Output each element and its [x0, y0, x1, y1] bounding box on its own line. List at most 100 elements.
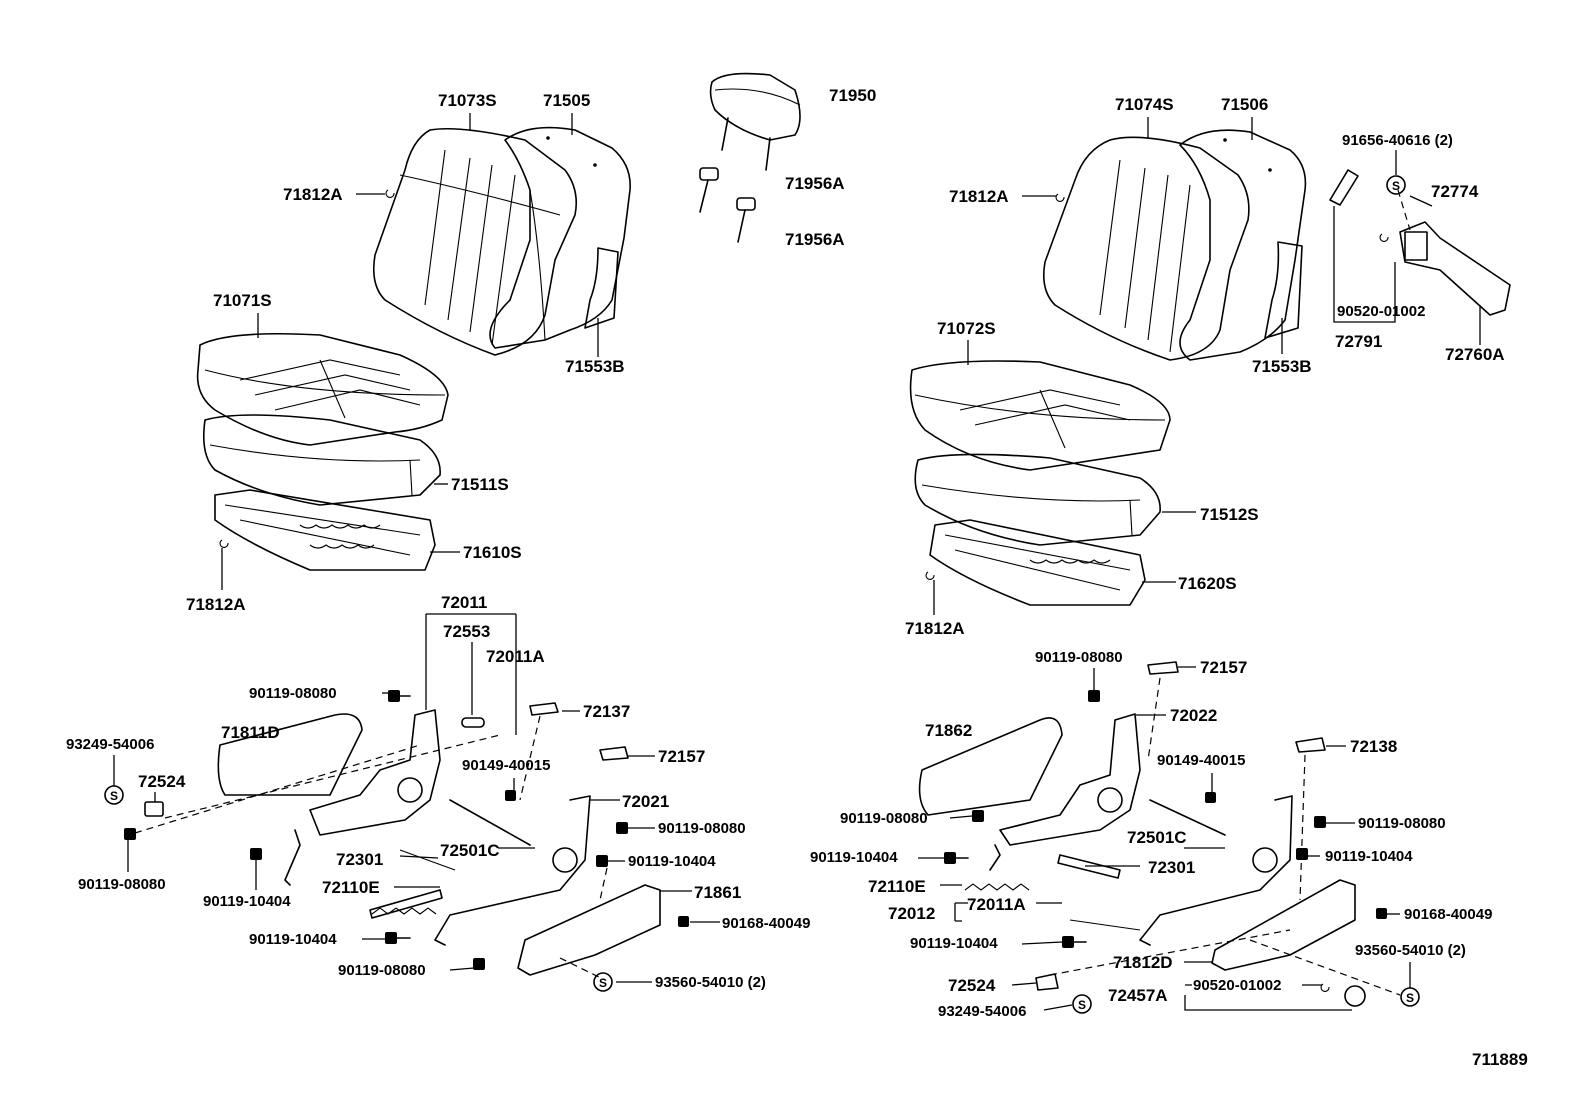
clip-symbol-icon: S [1072, 994, 1092, 1014]
part-label: 71072S [937, 319, 996, 338]
part-label: 72137 [583, 702, 631, 721]
part-label: 71950 [829, 86, 877, 105]
part-label: 71071S [213, 291, 272, 310]
bolt-icon [473, 958, 485, 970]
part-label: 72012 [888, 904, 936, 923]
part-label: 90119-08080 [1035, 649, 1123, 666]
part-label: 90520-01002 [1193, 977, 1282, 994]
part-label: 71505 [543, 91, 591, 110]
part-label: 90119-10404 [810, 849, 898, 866]
part-label: 72138 [1350, 737, 1398, 756]
clip-symbol-icon: S [104, 785, 124, 805]
cap-72157-icon [599, 746, 629, 761]
clip-symbol-icon: S [593, 972, 613, 992]
part-label: 71861 [694, 883, 742, 902]
cushion-pad-71511s [202, 414, 441, 506]
seat-adjuster-assembly-left [217, 709, 661, 976]
bolt-icon [972, 810, 984, 822]
back-board-71553b-right [1264, 241, 1303, 339]
bolt-icon [385, 932, 411, 944]
part-label: 90168-40049 [1404, 906, 1493, 923]
part-label: 90119-08080 [658, 820, 746, 837]
svg-text:S: S [1406, 991, 1414, 1005]
part-label: 90520-01002 [1337, 303, 1426, 320]
part-label: 71812A [949, 187, 1009, 206]
lever-72760a [1399, 221, 1511, 316]
part-label: 90119-10404 [1325, 848, 1413, 865]
part-label: 72157 [658, 747, 706, 766]
clip-symbol-icon: S [1386, 175, 1406, 195]
cushion-cover-71072s [909, 360, 1171, 471]
part-label: 93249-54006 [938, 1003, 1027, 1020]
seatback-cover-71074s [1042, 136, 1250, 361]
part-label: 71610S [463, 543, 522, 562]
part-label: 71956A [785, 174, 845, 193]
part-label: 72157 [1200, 658, 1248, 677]
svg-text:S: S [599, 976, 607, 990]
cushion-frame-71620s [929, 519, 1146, 606]
bolt-icon [1205, 792, 1216, 803]
part-label: 90119-08080 [249, 685, 337, 702]
part-label: 72457A [1108, 986, 1168, 1005]
svg-text:S: S [110, 789, 118, 803]
part-label: 72022 [1170, 706, 1218, 725]
part-label: 72524 [138, 772, 186, 791]
part-label: 72301 [1148, 858, 1196, 877]
seatback-pad-71505 [489, 126, 631, 349]
part-label: 90119-10404 [628, 853, 716, 870]
cushion-cover-71071s [196, 332, 449, 446]
part-label: 90119-08080 [1358, 815, 1446, 832]
part-label: 71812A [186, 595, 246, 614]
cushion-frame-71610s [214, 489, 436, 571]
diagram-id: 711889 [1472, 1050, 1528, 1069]
part-label: 71074S [1115, 95, 1174, 114]
bolt-icon [124, 828, 136, 840]
part-label: 71620S [1178, 574, 1237, 593]
part-label: 72011A [967, 895, 1026, 914]
seatback-pad-71506 [1179, 129, 1307, 361]
clip-72524-icon [144, 801, 164, 817]
clip-symbol-icon: S [1400, 987, 1420, 1007]
part-label: 93560-54010 (2) [655, 974, 766, 991]
part-label: 91656-40616 (2) [1342, 132, 1453, 149]
bolt-icon [1088, 690, 1100, 702]
part-label: 90119-10404 [249, 931, 337, 948]
part-label: 71506 [1221, 95, 1269, 114]
part-label: 72110E [868, 877, 926, 896]
part-label: 72021 [622, 792, 670, 811]
link-72457a-icon [1344, 985, 1366, 1007]
part-label: 72011 [441, 593, 488, 612]
part-label: 72501C [440, 841, 500, 860]
back-board-71553b [584, 247, 619, 329]
part-label: 72553 [443, 622, 491, 641]
pin-icon [1379, 233, 1389, 242]
part-label: 72524 [948, 976, 996, 995]
bolt-icon [596, 855, 608, 867]
part-label: 71553B [1252, 357, 1312, 376]
part-label: 71812A [905, 619, 965, 638]
clip-72524-icon [1035, 973, 1059, 991]
bolt-icon [616, 822, 628, 834]
cap-72553-icon [461, 717, 485, 728]
part-label: 90119-08080 [78, 876, 166, 893]
part-label: 72011A [486, 647, 545, 666]
part-label: 71812A [283, 185, 343, 204]
part-label: 93560-54010 (2) [1355, 942, 1466, 959]
part-label: 71862 [925, 721, 973, 740]
hog-ring-icon [1055, 193, 1065, 202]
bolt-icon [250, 848, 262, 860]
bolt-icon [1314, 816, 1326, 828]
bolt-icon [388, 690, 411, 702]
part-label: 90119-08080 [840, 810, 928, 827]
part-label: 90149-40015 [462, 757, 551, 774]
bolt-icon [1062, 936, 1087, 948]
cap-72157-icon [1147, 661, 1179, 675]
hog-ring-icon [385, 189, 395, 198]
headrest-support-icon [699, 167, 756, 243]
cushion-pad-71512s [914, 453, 1161, 546]
part-label: 72791 [1335, 332, 1383, 351]
part-label: 72501C [1127, 828, 1187, 847]
part-label: 71811D [221, 723, 280, 742]
